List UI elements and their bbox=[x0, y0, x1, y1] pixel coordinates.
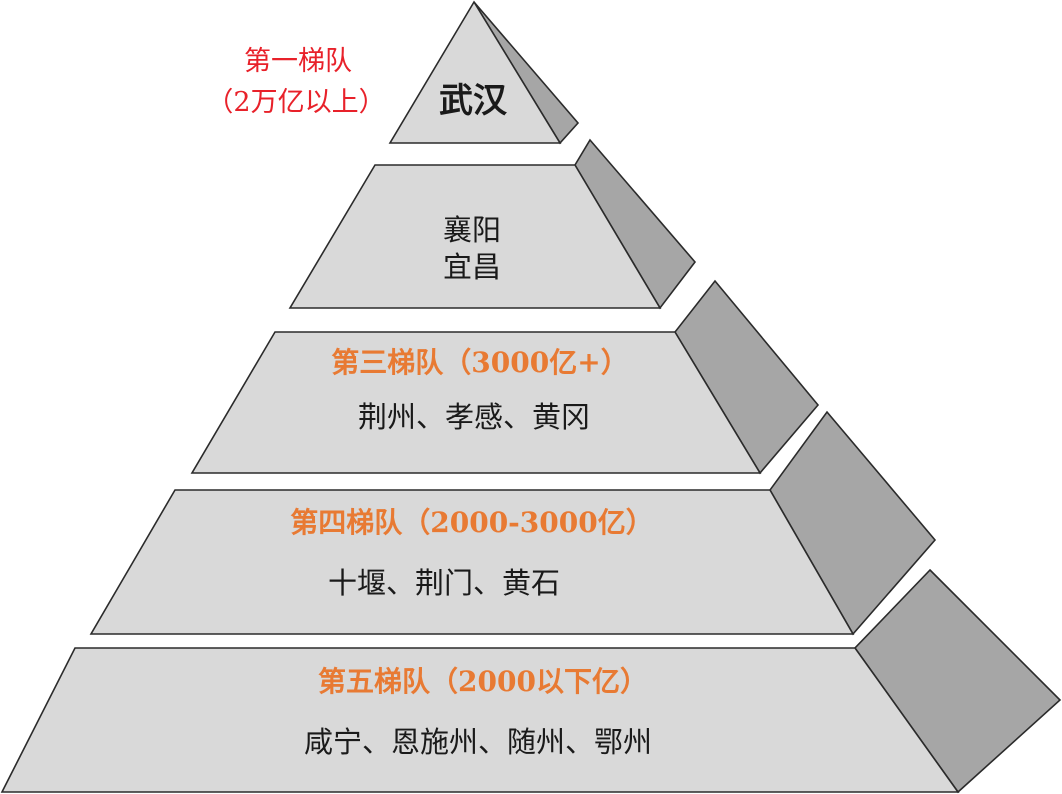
tier5-label: 第五梯队（2000以下亿） bbox=[318, 665, 648, 698]
tier4-front-face bbox=[89, 489, 855, 635]
tier2-front-face bbox=[288, 164, 662, 309]
tier4-label: 第四梯队（2000-3000亿） bbox=[290, 506, 653, 539]
tier1-front-face bbox=[388, 0, 562, 144]
tier2-city-line1: 襄阳 bbox=[443, 213, 501, 247]
tier5-front-face bbox=[0, 647, 960, 793]
tier4-cities: 十堰、荆门、黄石 bbox=[328, 566, 560, 600]
tier5-cities: 咸宁、恩施州、随州、鄂州 bbox=[304, 725, 652, 759]
tier2-city-line2: 宜昌 bbox=[443, 250, 501, 284]
tier1-city: 武汉 bbox=[439, 81, 508, 121]
tier1-label-line1: 第一梯队 bbox=[244, 46, 352, 77]
tier3-cities: 荆州、孝感、黄冈 bbox=[358, 400, 590, 434]
tier1-label-line2: （2万亿以上） bbox=[206, 87, 385, 118]
tier3-front-face bbox=[190, 331, 762, 474]
tier3-label: 第三梯队（3000亿+） bbox=[331, 346, 628, 379]
